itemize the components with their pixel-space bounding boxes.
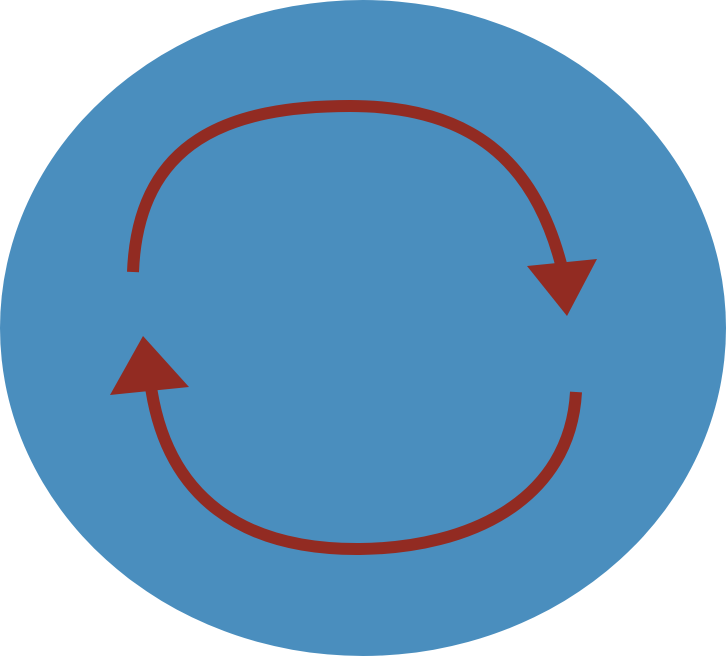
lower-cycle-arrowhead <box>110 336 189 395</box>
lower-cycle-arrow-shaft <box>144 379 582 556</box>
upper-cycle-arrow-shaft <box>127 99 568 273</box>
upper-cycle-arrowhead <box>527 259 597 316</box>
